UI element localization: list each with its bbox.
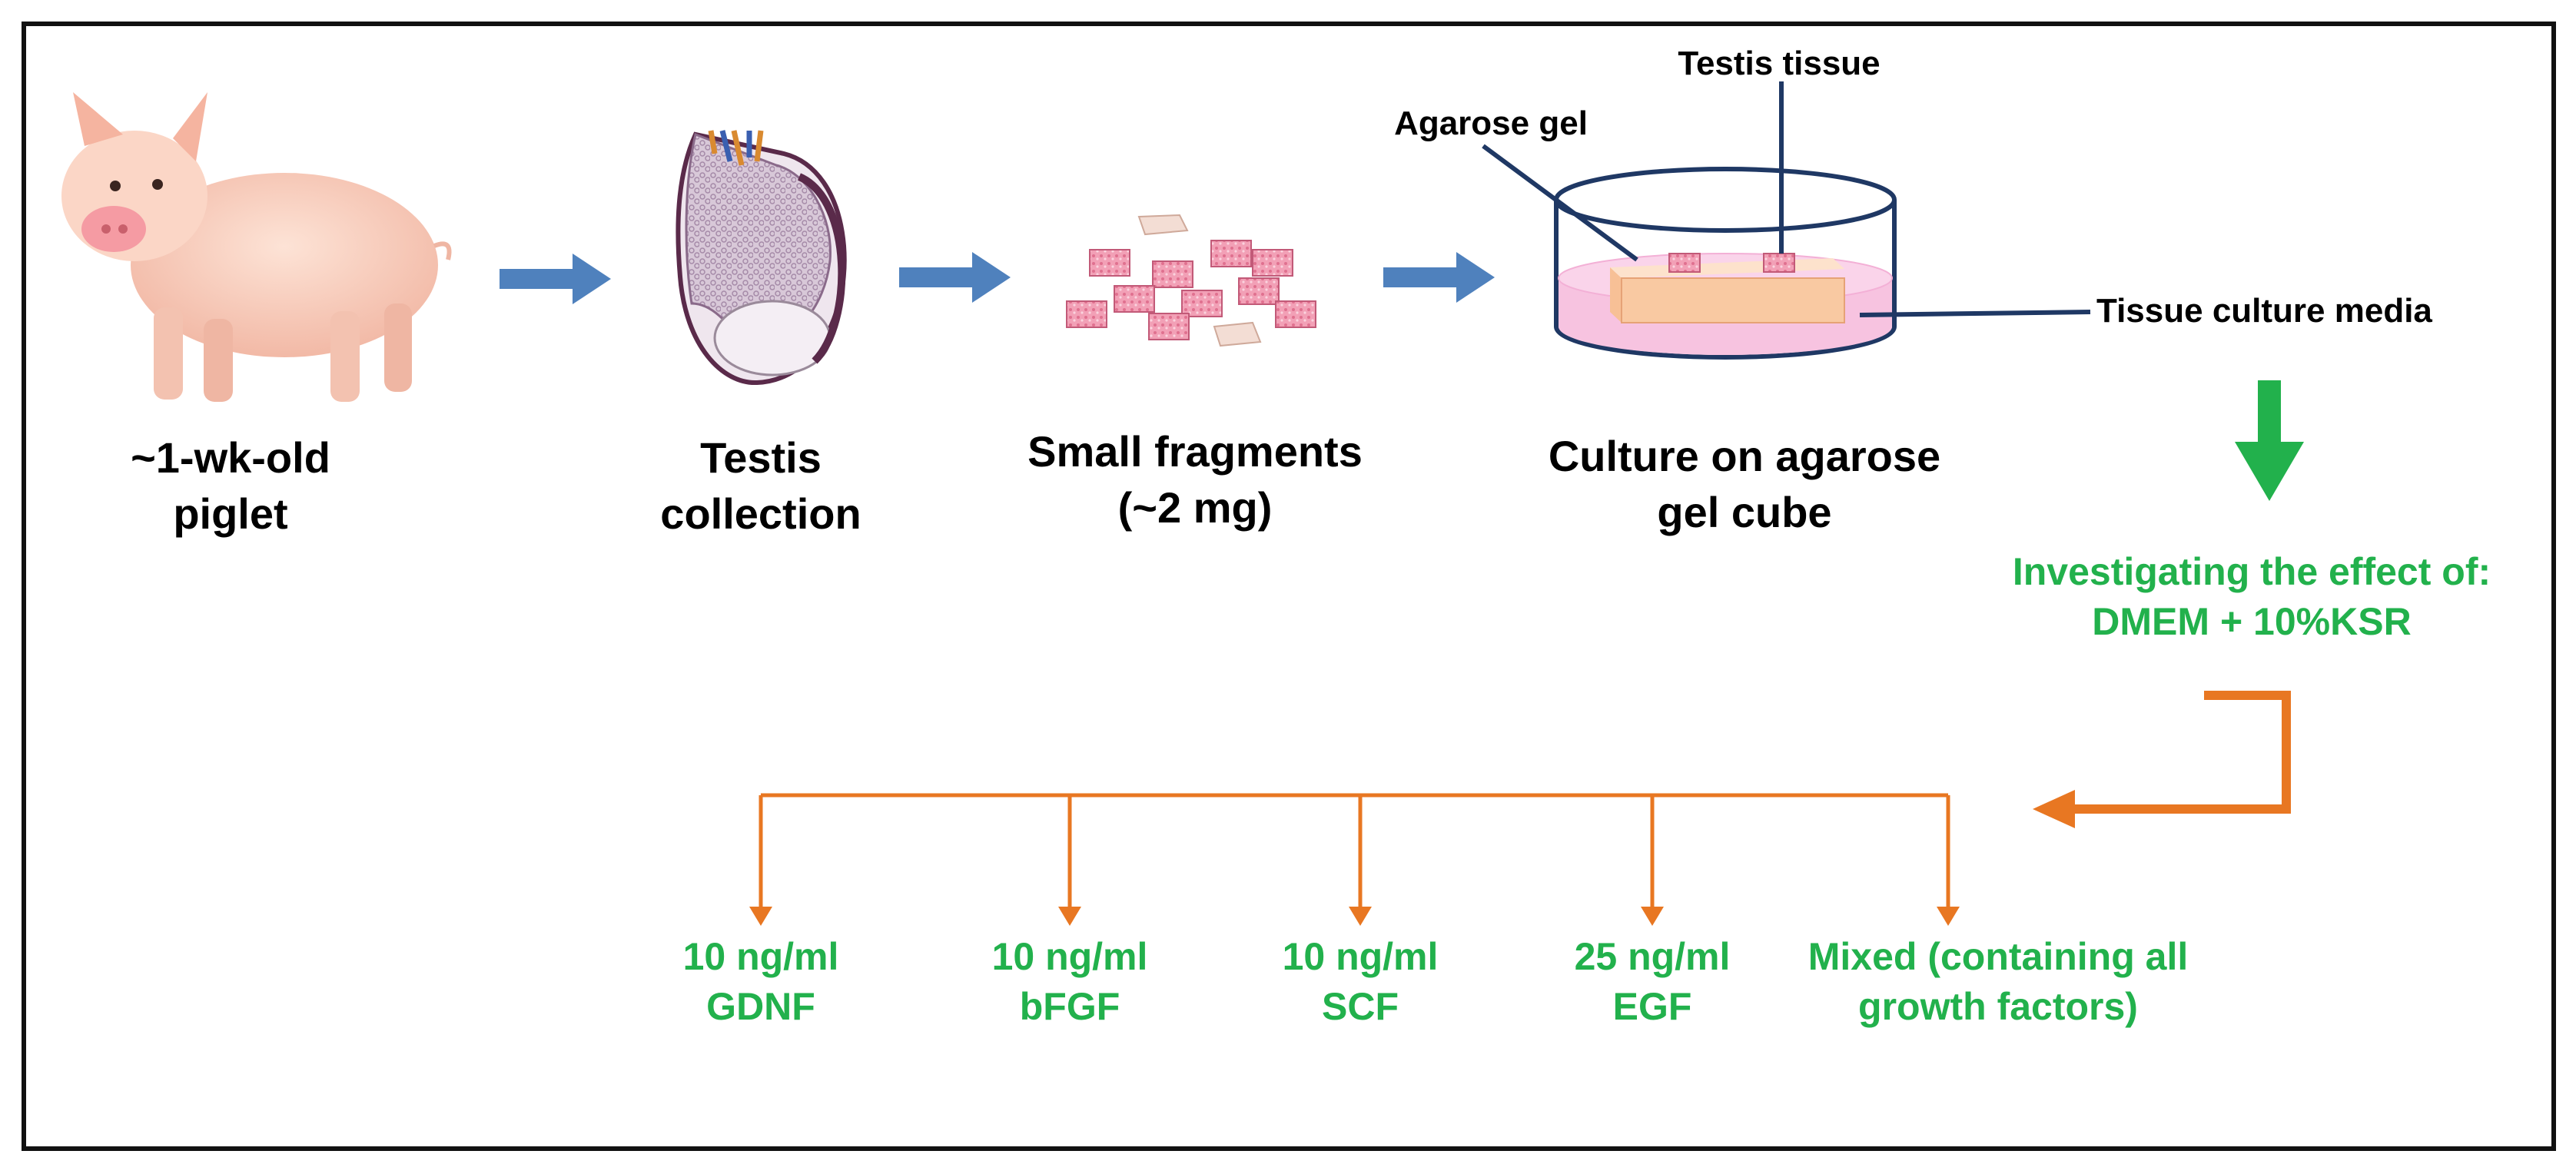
testis-tissue-label: Testis tissue <box>1678 45 1881 82</box>
orange-connector-arrow <box>2071 691 2291 814</box>
branch-tree <box>759 793 1950 910</box>
investigation-line: Investigating the effect of: <box>2012 550 2491 593</box>
step-label-fragments: Small fragments (~2 mg) <box>995 424 1395 536</box>
step-label-line: piglet <box>173 489 288 538</box>
figure-frame <box>22 22 2556 1151</box>
step-label-line: Culture on agarose <box>1548 432 1941 480</box>
step-label-line: (~2 mg) <box>1117 483 1273 532</box>
culture-media-leader <box>1859 310 2091 317</box>
step-label-culture: Culture on agarose gel cube <box>1491 429 1998 541</box>
culture-media-label: Tissue culture media <box>2096 292 2432 330</box>
treatment-dose: 10 ng/ml <box>1282 935 1439 978</box>
treatment-factor: growth factors) <box>1858 985 2138 1028</box>
treatment-factor: SCF <box>1322 985 1399 1028</box>
treatment-factor: GDNF <box>706 985 815 1028</box>
orange-connector-arrowhead <box>2033 790 2075 828</box>
investigation-text: Investigating the effect of: DMEM + 10%K… <box>1944 547 2559 647</box>
step-label-line: Small fragments <box>1027 427 1363 476</box>
treatment-factor: EGF <box>1612 985 1692 1028</box>
piglet-icon <box>61 92 452 402</box>
treatment-factor: bFGF <box>1019 985 1120 1028</box>
treatment-gdnf: 10 ng/ml GDNF <box>646 932 876 1032</box>
step-label-testis: Testis collection <box>607 430 915 542</box>
step-label-line: ~1-wk-old <box>131 433 330 482</box>
flow-arrow-1 <box>500 254 611 304</box>
agarose-gel-label: Agarose gel <box>1394 104 1588 142</box>
testis-icon <box>676 130 847 386</box>
treatment-bfgf: 10 ng/ml bFGF <box>954 932 1185 1032</box>
step-label-line: collection <box>660 489 861 538</box>
step-label-line: Testis <box>700 433 822 482</box>
treatment-dose: 25 ng/ml <box>1574 935 1731 978</box>
step-label-piglet: ~1-wk-old piglet <box>81 430 380 542</box>
agarose-gel-leader <box>1482 144 1638 262</box>
treatment-mixed: Mixed (containing all growth factors) <box>1760 932 2236 1032</box>
step-label-line: gel cube <box>1657 487 1832 536</box>
flow-arrow-2 <box>899 252 1011 303</box>
treatment-dose: 10 ng/ml <box>682 935 839 978</box>
treatment-scf: 10 ng/ml SCF <box>1245 932 1476 1032</box>
culture-dish-icon <box>1554 167 1897 360</box>
green-down-arrow <box>2235 380 2304 501</box>
tissue-fragments-icon <box>1066 214 1316 347</box>
branch-arrowheads <box>749 907 1960 926</box>
treatment-egf: 25 ng/ml EGF <box>1537 932 1768 1032</box>
investigation-line: DMEM + 10%KSR <box>2092 600 2412 643</box>
treatment-dose: Mixed (containing all <box>1808 935 2189 978</box>
flow-arrow-3 <box>1383 252 1495 303</box>
treatment-dose: 10 ng/ml <box>991 935 1148 978</box>
